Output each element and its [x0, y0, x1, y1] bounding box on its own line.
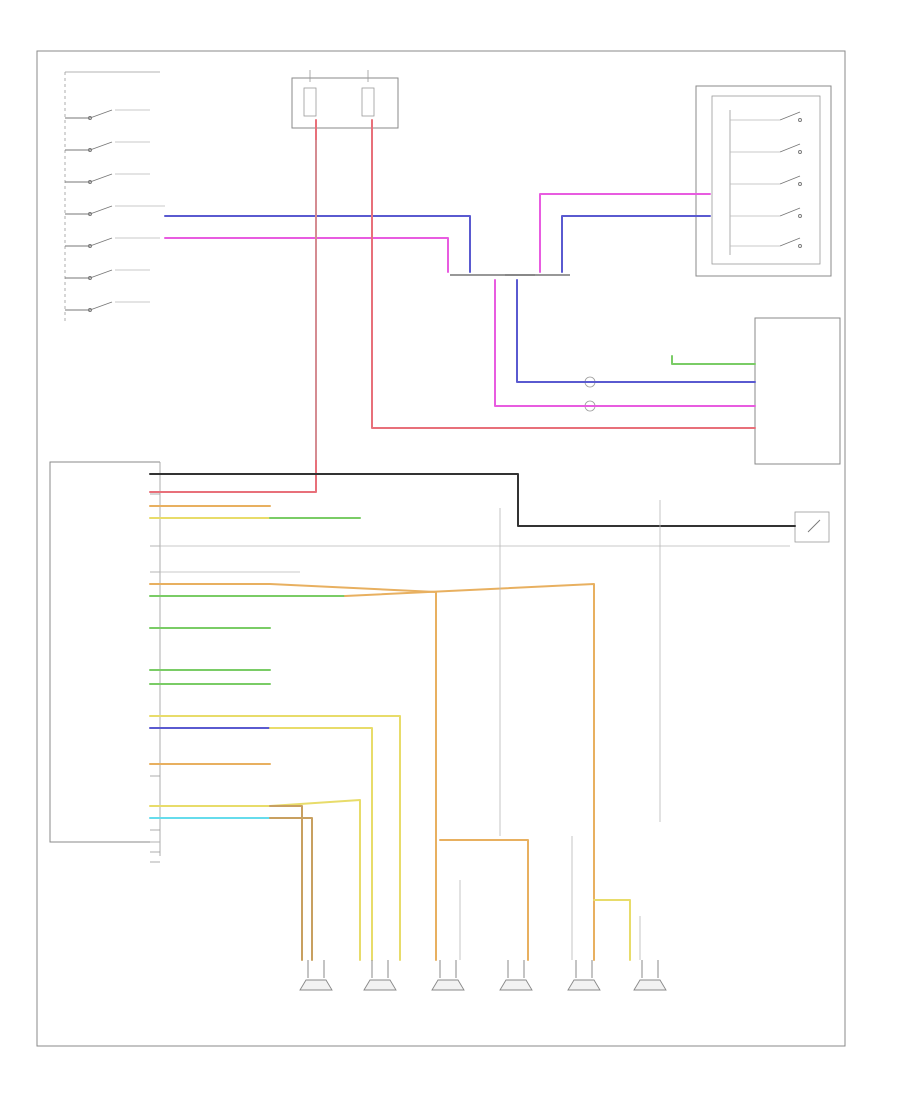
wire-orange — [439, 839, 529, 961]
wire-blue — [516, 279, 756, 383]
fuse-block — [291, 70, 399, 129]
speaker-3 — [431, 960, 465, 991]
remote-device — [794, 511, 830, 543]
wire-orange — [149, 583, 437, 961]
steering-control-module — [754, 317, 841, 465]
speaker-1 — [299, 960, 333, 991]
wire-blue — [164, 215, 471, 273]
speaker-body — [567, 979, 601, 991]
wire-tan — [269, 805, 303, 961]
diagram-frame — [36, 50, 846, 1047]
wire-yellow — [593, 899, 631, 961]
speaker-6 — [633, 960, 667, 991]
speaker-body — [299, 979, 333, 991]
wire-yellow — [149, 715, 401, 961]
wire-black — [149, 473, 796, 527]
speaker-body — [633, 979, 667, 991]
wire-blue — [561, 215, 711, 273]
speaker-4 — [499, 960, 533, 991]
wire-yellow — [149, 799, 361, 961]
wire-orange — [344, 583, 595, 961]
right-steering-wheel-switch — [695, 85, 832, 277]
wire-pink — [164, 237, 449, 273]
wire-harness — [149, 119, 796, 961]
wire-tan — [269, 817, 313, 961]
speaker-5 — [567, 960, 601, 991]
speaker-2 — [363, 960, 397, 991]
wire-red — [149, 119, 317, 493]
speaker-body — [363, 979, 397, 991]
speaker-group — [299, 960, 667, 991]
speaker-body — [431, 979, 465, 991]
wire-pink — [494, 279, 756, 407]
left-steering-wheel-switch — [64, 71, 165, 322]
radio-module — [49, 461, 161, 863]
wire-yellow — [269, 727, 373, 961]
wire-pink — [539, 193, 711, 273]
wire-green — [671, 355, 756, 365]
wire-red — [371, 119, 756, 429]
speaker-body — [499, 979, 533, 991]
